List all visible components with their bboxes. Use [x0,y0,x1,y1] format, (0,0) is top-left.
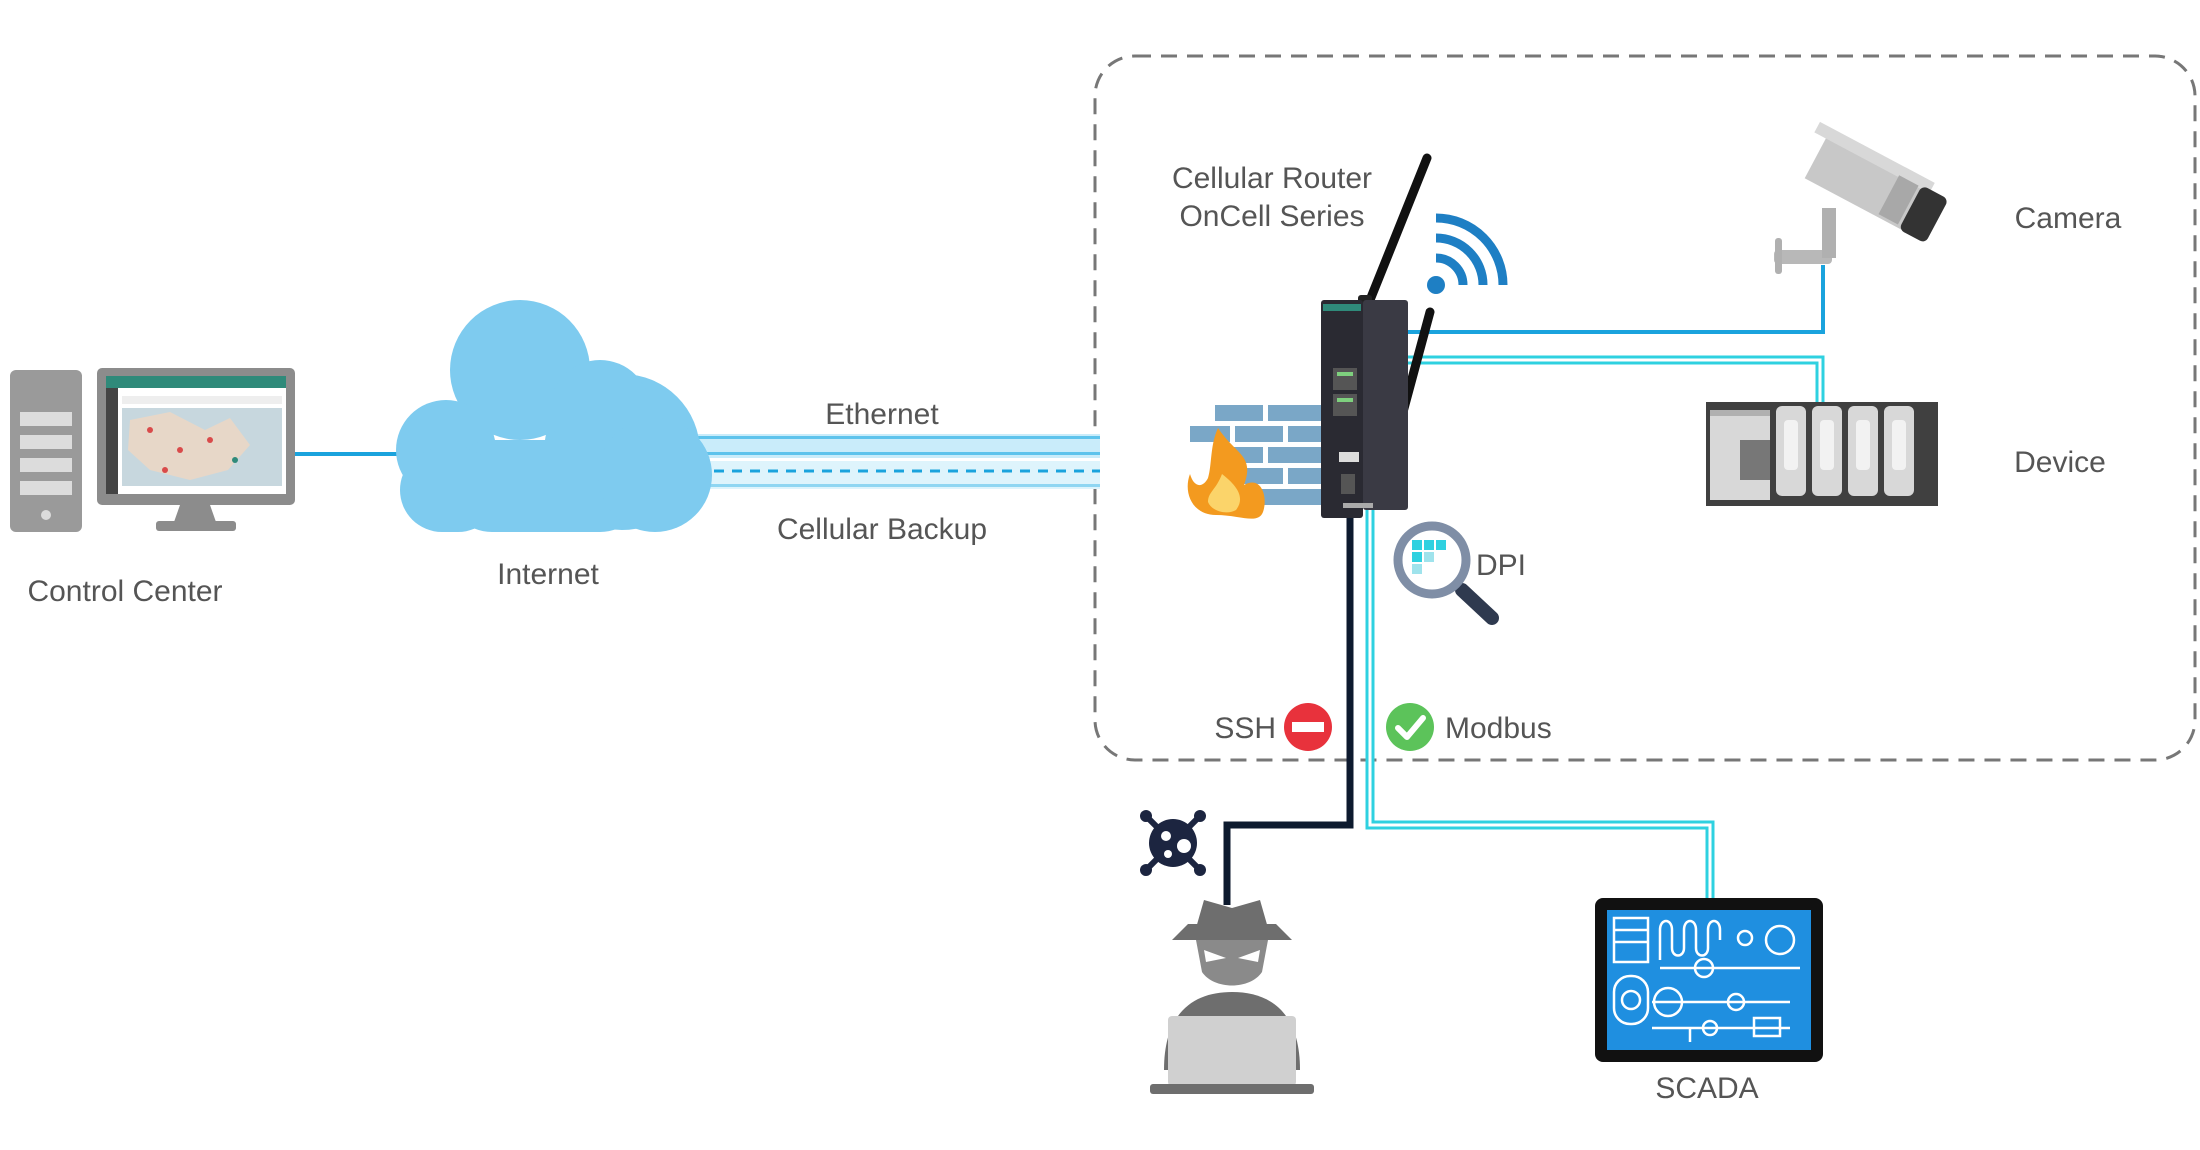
security-camera-icon [1774,121,1947,274]
scada-tablet-icon [1595,898,1823,1062]
attack-link [1223,515,1354,905]
camera-label: Camera [2015,202,2122,235]
control-center-label: Control Center [27,575,222,608]
router-label-line2: OnCell Series [1179,200,1364,233]
virus-icon [1140,810,1206,876]
device-label: Device [2014,446,2106,479]
router-icon [1321,153,1435,518]
firewall-icon [1187,405,1324,519]
protected-zone-boundary [1093,54,2197,762]
wan-links [655,434,1100,489]
check-icon [1386,703,1434,751]
modbus-label: Modbus [1445,712,1552,745]
dpi-label: DPI [1476,549,1526,582]
device-link [1390,355,1825,402]
ethernet-label: Ethernet [825,398,939,431]
magnifier-icon [1393,521,1499,625]
cloud-icon [396,300,712,532]
blocked-icon [1284,703,1332,751]
router-label-line1: Cellular Router [1172,162,1372,195]
scada-label: SCADA [1655,1072,1758,1105]
lan-links [1365,265,1825,898]
plc-device-icon [1706,402,1938,506]
wifi-signal-icon [1427,213,1508,294]
camera-link [1385,265,1825,334]
internet-label: Internet [497,558,599,591]
ssh-label: SSH [1214,712,1276,745]
computer-monitor-icon [10,368,295,532]
hacker-icon [1150,900,1314,1094]
cellular-backup-label: Cellular Backup [777,513,987,546]
